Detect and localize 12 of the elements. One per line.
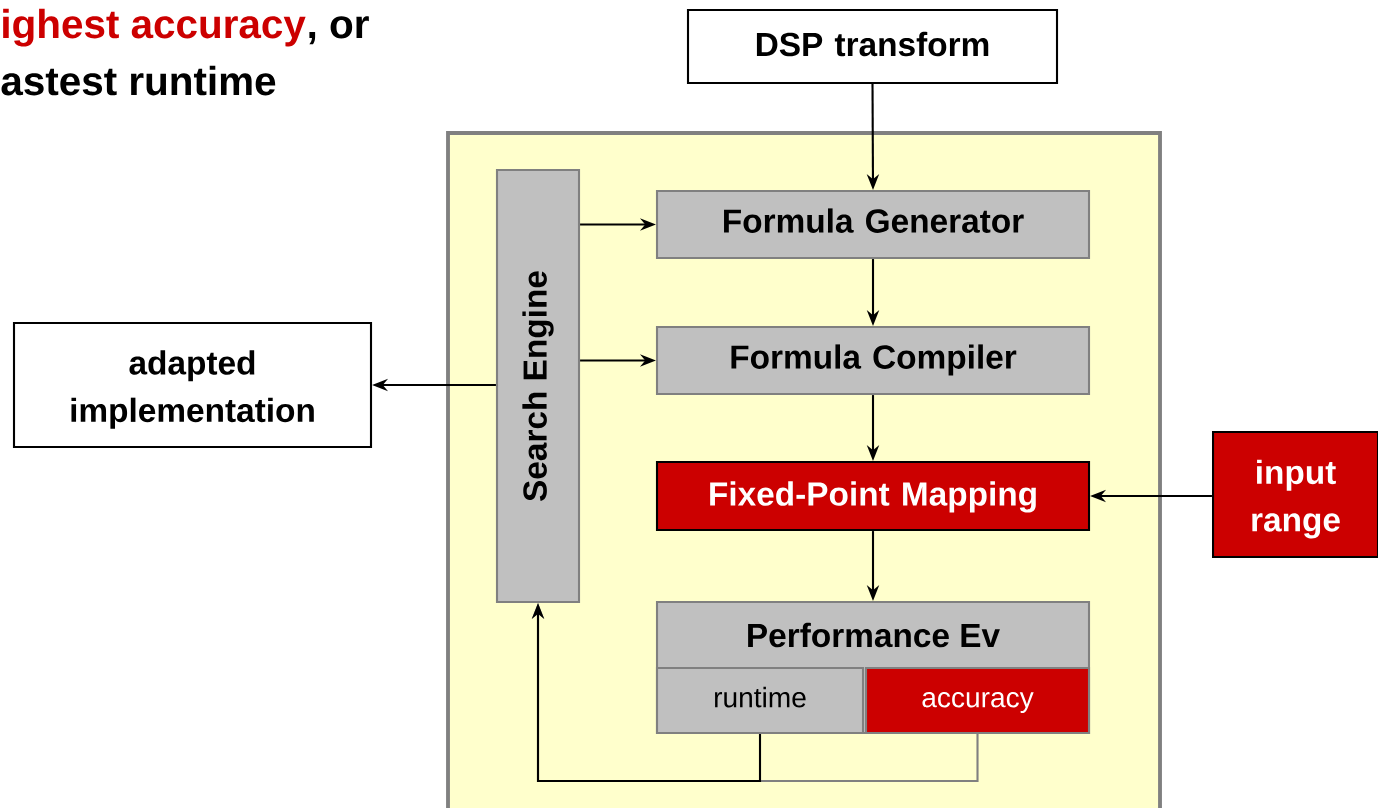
title-text: ighest accuracy (3, 8, 306, 47)
metric-cell: accuracy (864, 666, 1091, 735)
process-box: Formula Compiler (655, 325, 1091, 396)
highlight-box: Fixed-Point Mapping (655, 460, 1091, 532)
text-box: adapted implementation (12, 321, 373, 449)
title-text: astest runtime (1, 65, 276, 96)
highlight-box: input range (1211, 430, 1378, 559)
title-text: , or (309, 16, 369, 45)
process-box: Formula Generator (655, 189, 1091, 260)
text-box: DSP transform (686, 8, 1059, 85)
metric-cell: runtime (655, 666, 865, 735)
process-box: Search Engine (495, 168, 581, 604)
